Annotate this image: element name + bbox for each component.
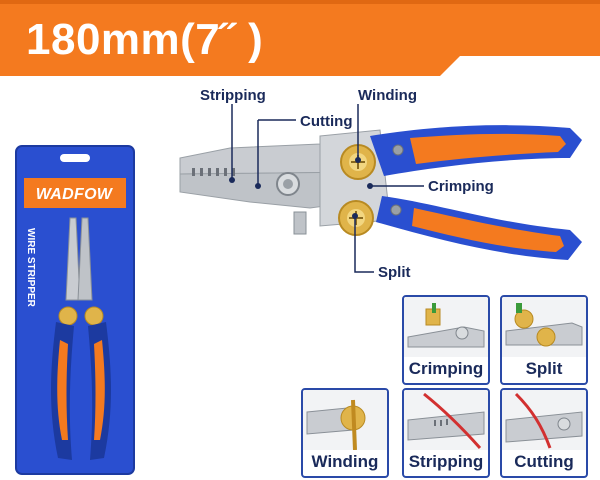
cutting-thumbnail [502, 390, 586, 450]
split-thumbnail [502, 297, 586, 357]
stripping-card-label: Stripping [408, 452, 484, 471]
top-banner: 180mm(7˝ ) [0, 0, 600, 82]
callout-cutting: Cutting [300, 113, 353, 130]
feature-card-cutting: Cutting [500, 388, 588, 478]
banner-shape [0, 0, 600, 76]
feature-card-winding: Winding [301, 388, 389, 478]
callout-split: Split [378, 264, 411, 281]
crimping-card-label: Crimping [408, 359, 484, 378]
package-brand: WADFOW [35, 186, 113, 203]
split-card-label: Split [525, 359, 563, 378]
banner-title: 180mm(7˝ ) [26, 15, 264, 64]
winding-card-label: Winding [311, 452, 379, 471]
package-card [15, 145, 135, 475]
winding-thumbnail [303, 390, 387, 450]
callout-winding: Winding [358, 87, 418, 104]
stripping-thumbnail [404, 390, 488, 450]
callout-leaders [229, 104, 424, 273]
callout-stripping: Stripping [200, 87, 266, 104]
feature-card-stripping: Stripping [402, 388, 490, 478]
callout-crimping: Crimping [428, 178, 494, 195]
feature-card-split: Split [500, 295, 588, 385]
crimping-thumbnail [404, 297, 488, 357]
cutting-card-label: Cutting [514, 452, 574, 471]
package-product-name: WIRE STRIPPER [25, 228, 36, 307]
feature-card-crimping: Crimping [402, 295, 490, 385]
product-package: WADFOW WIRE STRIPPER [10, 140, 140, 480]
